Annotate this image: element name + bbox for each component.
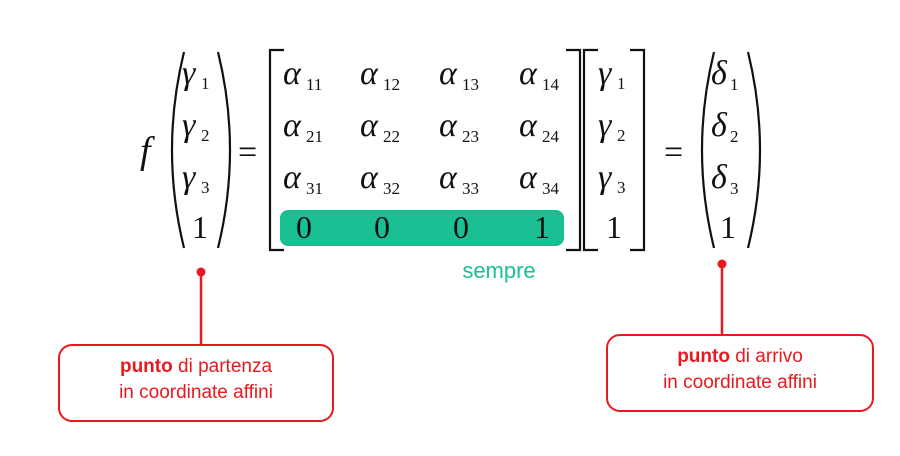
input-gamma-3: γ: [182, 159, 197, 196]
callout-end-line2: in coordinate affini: [663, 372, 817, 393]
matrix-alpha-11: α: [283, 55, 302, 92]
callout-start-point: punto di partenza in coordinate affini: [58, 344, 334, 422]
matrix-alpha-12: α: [360, 55, 379, 92]
input-gamma-1: γ: [182, 55, 197, 92]
matrix-sub-11: 11: [306, 75, 322, 94]
out-sub-2: 2: [730, 127, 739, 146]
vec-gamma-1: γ: [598, 55, 613, 92]
vec-last: 1: [606, 209, 622, 245]
multiplied-vector: γ 1 γ 2 γ 3 1: [598, 55, 626, 245]
callout-start-line1: punto di partenza: [60, 354, 332, 380]
matrix-sub-31: 31: [306, 179, 323, 198]
callout-end-rest: di arrivo: [729, 346, 803, 367]
vec-sub-2: 2: [617, 126, 626, 145]
matrix-sub-12: 12: [383, 75, 400, 94]
vector-bracket-left: [582, 48, 598, 252]
out-delta-1: δ: [711, 55, 728, 92]
matrix-sub-13: 13: [462, 75, 479, 94]
highlight-label: sempre: [462, 258, 536, 283]
last-row-highlight: [280, 210, 564, 246]
paren-left-close: [216, 51, 232, 249]
matrix-alpha-13: α: [439, 55, 458, 92]
vec-gamma-2: γ: [598, 107, 613, 144]
vec-gamma-3: γ: [598, 159, 613, 196]
matrix-alpha-21: α: [283, 107, 302, 144]
vec-sub-1: 1: [617, 74, 626, 93]
equation: f γ 1 γ 2 γ 3 1 = α 11 α 12 α 13 α 14 α …: [140, 48, 762, 252]
callout-end-point: punto di arrivo in coordinate affini: [606, 334, 874, 412]
callout-start-line2: in coordinate affini: [119, 382, 273, 403]
matrix-sub-32: 32: [383, 179, 400, 198]
matrix-alpha-32: α: [360, 159, 379, 196]
out-delta-3: δ: [711, 159, 728, 196]
matrix-sub-22: 22: [383, 127, 400, 146]
callout-end-line1: punto di arrivo: [608, 344, 872, 370]
matrix: α 11 α 12 α 13 α 14 α 21 α 22 α 23 α 24 …: [283, 55, 560, 245]
input-last: 1: [192, 209, 208, 245]
equals-sign-2: =: [664, 134, 683, 171]
input-vector: γ 1 γ 2 γ 3 1: [182, 55, 210, 245]
input-sub-3: 3: [201, 178, 210, 197]
matrix-bracket-right: [566, 48, 582, 252]
matrix-alpha-22: α: [360, 107, 379, 144]
input-sub-1: 1: [201, 74, 210, 93]
equals-sign-1: =: [238, 134, 257, 171]
out-sub-1: 1: [730, 75, 739, 94]
callout-start-bold: punto: [119, 356, 173, 377]
matrix-alpha-23: α: [439, 107, 458, 144]
matrix-sub-34: 34: [542, 179, 560, 198]
paren-left-open: [170, 51, 186, 249]
matrix-sub-24: 24: [542, 127, 560, 146]
matrix-sub-14: 14: [542, 75, 560, 94]
paren-right-open: [700, 51, 716, 249]
matrix-bracket-left: [268, 48, 284, 252]
out-sub-3: 3: [730, 179, 739, 198]
matrix-alpha-24: α: [519, 107, 538, 144]
matrix-alpha-33: α: [439, 159, 458, 196]
matrix-alpha-31: α: [283, 159, 302, 196]
output-vector: δ 1 δ 2 δ 3 1: [711, 55, 739, 245]
matrix-last-3: 0: [453, 209, 469, 245]
matrix-sub-21: 21: [306, 127, 323, 146]
function-symbol: f: [140, 130, 155, 172]
matrix-last-4: 1: [534, 209, 550, 245]
callout-start-rest: di partenza: [172, 356, 273, 377]
input-gamma-2: γ: [182, 107, 197, 144]
vector-bracket-right: [630, 48, 646, 252]
matrix-sub-33: 33: [462, 179, 479, 198]
input-sub-2: 2: [201, 126, 210, 145]
out-last: 1: [720, 209, 736, 245]
matrix-alpha-14: α: [519, 55, 538, 92]
paren-right-close: [746, 51, 762, 249]
vec-sub-3: 3: [617, 178, 626, 197]
matrix-last-2: 0: [374, 209, 390, 245]
callout-end-bold: punto: [677, 346, 730, 367]
matrix-sub-23: 23: [462, 127, 479, 146]
out-delta-2: δ: [711, 107, 728, 144]
matrix-last-1: 0: [296, 209, 312, 245]
matrix-alpha-34: α: [519, 159, 538, 196]
